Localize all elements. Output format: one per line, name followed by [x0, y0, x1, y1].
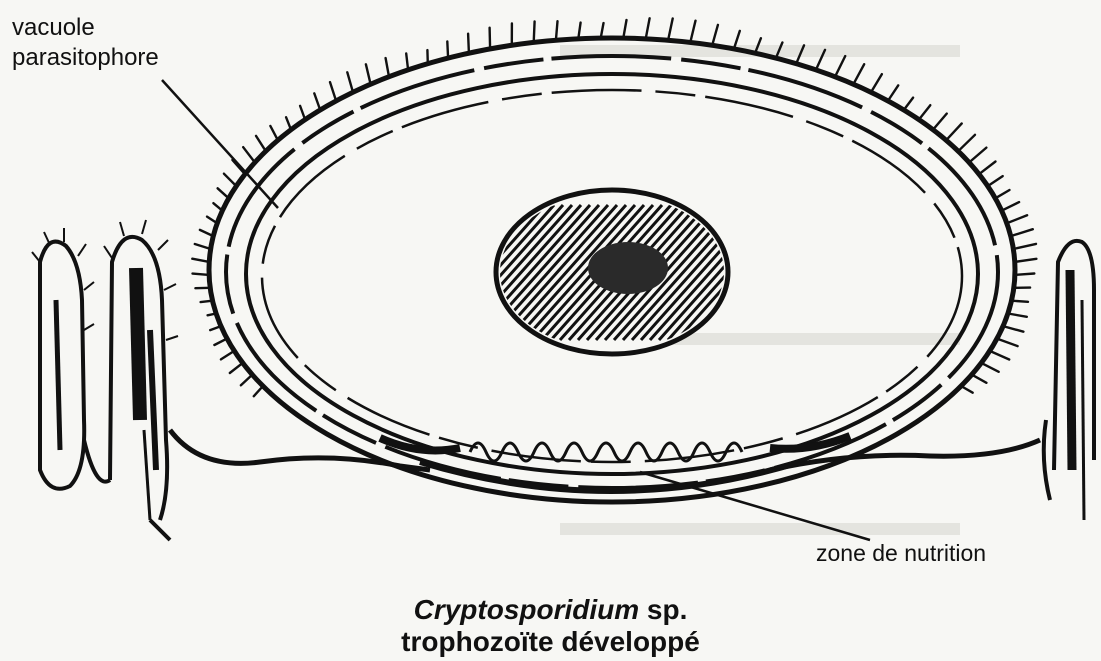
vacuole-hair [816, 50, 825, 70]
nucleolus [588, 242, 668, 294]
host-cell-edge [150, 520, 170, 540]
vacuole-hair [330, 82, 336, 101]
vacuole-hair [919, 105, 930, 119]
caption-title: Cryptosporidium sp. [0, 594, 1101, 626]
vacuole-hair [243, 147, 255, 162]
microvillus-base [84, 440, 110, 482]
vacuole-hair [534, 21, 535, 42]
vacuole-hair [1002, 202, 1020, 211]
vacuole-hair [1008, 314, 1027, 317]
vacuole-hair [314, 93, 320, 110]
nucleus-hatch-line [362, 205, 482, 340]
vacuole-hair [958, 135, 975, 151]
nucleus-hatch-line [380, 205, 500, 340]
nucleus-hatch-line [713, 205, 833, 340]
vacuole-hair [997, 339, 1018, 347]
vacuole-hair [853, 64, 864, 84]
vacuole-hair [646, 18, 650, 39]
nucleus-hatch-line [740, 205, 860, 340]
vacuole-hair [734, 31, 740, 49]
nutrition-zone-label: zone de nutrition [816, 540, 986, 567]
nucleus [362, 190, 860, 354]
vacuole-hair [668, 19, 673, 41]
vacuole-hair [386, 58, 389, 77]
vacuole-hair [712, 25, 718, 45]
left-microvilli [40, 237, 170, 540]
vacuole-hair [988, 176, 1003, 186]
microvillus-core [144, 430, 150, 520]
vacuole-hair [1015, 274, 1034, 275]
vacuole-hair [1011, 229, 1033, 236]
nucleus-hatch-line [389, 205, 509, 340]
vacuole-hair [556, 21, 558, 40]
vacuole-hair [623, 20, 626, 38]
vacuole-hair [888, 85, 898, 101]
vacuole-hair [232, 160, 245, 174]
vacuole-hair [1013, 244, 1036, 249]
vacuole-hair [468, 34, 469, 53]
vacuole-hair [979, 162, 996, 175]
vacuole-hair [990, 351, 1010, 360]
nutrition-leader-line [640, 472, 870, 540]
vacuole-hair [1007, 215, 1027, 223]
caption-genus: Cryptosporidium [414, 594, 640, 625]
vacuole-hair [347, 72, 353, 92]
microvillus [1044, 420, 1050, 500]
vacuole-hair [1015, 259, 1037, 262]
microvillus-core [1070, 270, 1072, 470]
microvillus-core [1082, 300, 1084, 520]
nucleus-hatch-line [371, 205, 491, 340]
vacuole-hair [224, 174, 236, 186]
vacuole-hair [192, 259, 209, 262]
right-microvilli [1044, 241, 1094, 520]
vacuole-hair [796, 45, 804, 63]
vacuole-hair [969, 148, 986, 163]
caption-subtitle: trophozoïte développé [0, 626, 1101, 658]
vacuole-hair [981, 363, 998, 372]
vacuole-hair [366, 64, 371, 84]
vacuole-hair [256, 136, 266, 151]
feeder-membrane-folds [470, 443, 742, 461]
vacuole-hair [933, 114, 947, 130]
vacuole-hair [1003, 326, 1023, 332]
vacuole-label-line2: parasitophore [12, 44, 159, 72]
vacuole-hair [490, 28, 491, 49]
microvillus [40, 242, 84, 489]
vacuole-hair [835, 56, 845, 77]
nucleus-hatch-line [731, 205, 851, 340]
caption-sp: sp. [639, 594, 687, 625]
nucleus-hatch-line [722, 205, 842, 340]
vacuole-hair [871, 74, 882, 92]
vacuole-hair [690, 21, 695, 43]
microvillus-core [150, 330, 156, 470]
vacuole-label-line1: vacuole [12, 14, 95, 42]
microvillus-core [136, 268, 140, 420]
vacuole-hair [946, 124, 962, 141]
